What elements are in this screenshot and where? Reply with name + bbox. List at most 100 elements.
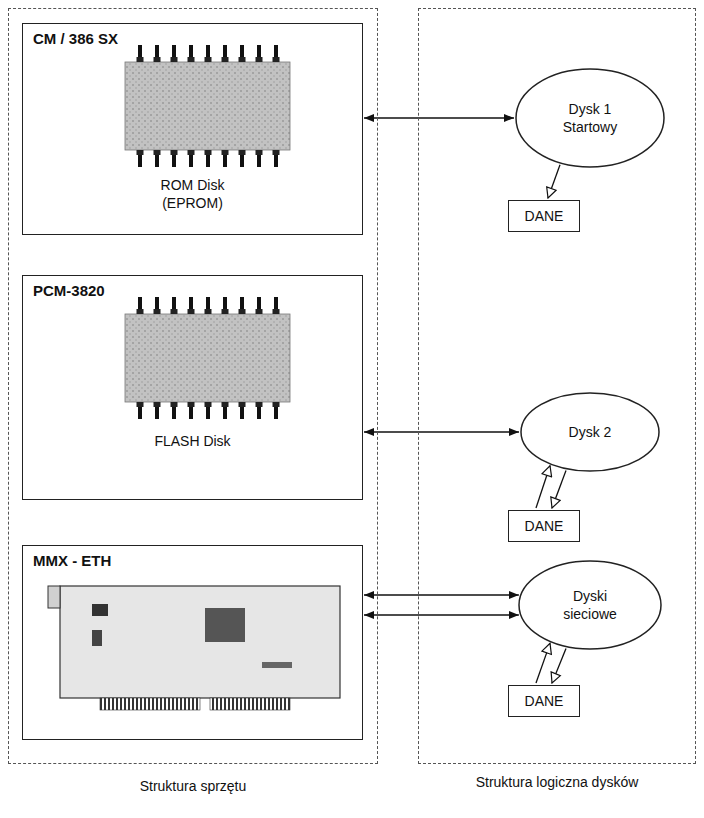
pin-leg (257, 45, 261, 57)
pin-leg (138, 45, 142, 57)
pin-shoulder (137, 402, 144, 407)
board-box: CM / 386 SX ROM Disk (EPROM) (22, 23, 363, 235)
pin-shoulder (188, 150, 195, 155)
pin-leg (189, 297, 193, 309)
pin-shoulder (256, 402, 263, 407)
pin-shoulder (205, 57, 212, 62)
pin-shoulder (188, 309, 195, 314)
pin-shoulder (205, 402, 212, 407)
pin-shoulder (171, 309, 178, 314)
pin-shoulder (222, 57, 229, 62)
pin-shoulder (239, 150, 246, 155)
data-box: DANE (508, 510, 580, 542)
board-title: PCM-3820 (33, 282, 362, 300)
pin-shoulder (222, 402, 229, 407)
pin-shoulder (188, 57, 195, 62)
pin-shoulder (256, 309, 263, 314)
arrow (552, 471, 566, 508)
pin-leg (138, 407, 142, 419)
pin-shoulder (205, 150, 212, 155)
network-card (48, 586, 340, 710)
disk-ellipse: Dyski sieciowe (518, 560, 662, 650)
pin-shoulder (188, 402, 195, 407)
region-caption: Struktura sprzętu (9, 777, 377, 795)
pin-leg (274, 407, 278, 419)
pin-leg (138, 297, 142, 309)
pin-leg (155, 155, 159, 167)
pin-leg (172, 155, 176, 167)
board-box: PCM-3820FLASH Disk (22, 275, 363, 500)
card-board (60, 586, 340, 698)
disk-ellipse: Dysk 2 (520, 392, 660, 472)
pin-leg (223, 297, 227, 309)
edge-connector (100, 698, 200, 710)
data-box: DANE (508, 200, 580, 232)
pin-shoulder (239, 57, 246, 62)
chip-pins (137, 45, 280, 419)
disk-label: Dysk 1 Startowy (548, 100, 632, 136)
disk-label: Dyski sieciowe (548, 587, 632, 623)
pin-leg (274, 155, 278, 167)
pin-shoulder (273, 309, 280, 314)
card-component (92, 604, 108, 616)
ellipse-outline (515, 68, 665, 168)
pin-shoulder (239, 309, 246, 314)
disk-label: Dysk 2 (569, 423, 612, 441)
pin-shoulder (154, 150, 161, 155)
pin-leg (155, 45, 159, 57)
pin-shoulder (154, 57, 161, 62)
pin-shoulder (239, 402, 246, 407)
pin-shoulder (273, 150, 280, 155)
pin-shoulder (137, 57, 144, 62)
pin-shoulder (137, 309, 144, 314)
ellipse-shape (521, 393, 659, 471)
pin-leg (189, 407, 193, 419)
pin-leg (172, 297, 176, 309)
arrow (552, 648, 566, 683)
board-title: CM / 386 SX (33, 30, 362, 48)
pin-leg (206, 407, 210, 419)
pin-leg (274, 45, 278, 57)
board-box: MMX - ETH (22, 545, 363, 740)
pin-shoulder (171, 57, 178, 62)
bidirectional-arrow (364, 594, 519, 596)
arrow (536, 643, 550, 683)
arrow (548, 165, 560, 198)
pin-leg (223, 45, 227, 57)
pin-shoulder (137, 150, 144, 155)
pin-shoulder (273, 402, 280, 407)
edge-connector (210, 698, 290, 710)
pin-leg (257, 407, 261, 419)
flash-chip (125, 314, 290, 402)
logical-region: Struktura logiczna dyskówDysk 1 Startowy… (418, 8, 696, 764)
pin-leg (257, 297, 261, 309)
data-label: DANE (525, 207, 564, 225)
chip-label: ROM Disk (EPROM) (147, 176, 239, 212)
pin-leg (240, 155, 244, 167)
pin-leg (257, 155, 261, 167)
data-label: DANE (525, 517, 564, 535)
pin-leg (206, 155, 210, 167)
pin-shoulder (205, 309, 212, 314)
pin-leg (155, 407, 159, 419)
pin-leg (206, 297, 210, 309)
eprom-chip (125, 62, 290, 150)
card-component (262, 662, 292, 668)
board-title: MMX - ETH (33, 552, 362, 570)
data-label: DANE (525, 692, 564, 710)
pin-leg (138, 155, 142, 167)
pin-shoulder (222, 309, 229, 314)
bidirectional-arrow (364, 117, 514, 119)
bidirectional-arrow (364, 614, 519, 616)
ellipse-outline (518, 560, 662, 650)
pin-leg (155, 297, 159, 309)
pin-shoulder (256, 57, 263, 62)
arrow (536, 466, 550, 508)
ellipse-shape (516, 69, 664, 167)
pin-leg (240, 45, 244, 57)
pin-leg (223, 407, 227, 419)
data-box: DANE (508, 685, 580, 717)
region-caption: Struktura logiczna dysków (472, 773, 642, 791)
bidirectional-arrow (364, 431, 519, 433)
